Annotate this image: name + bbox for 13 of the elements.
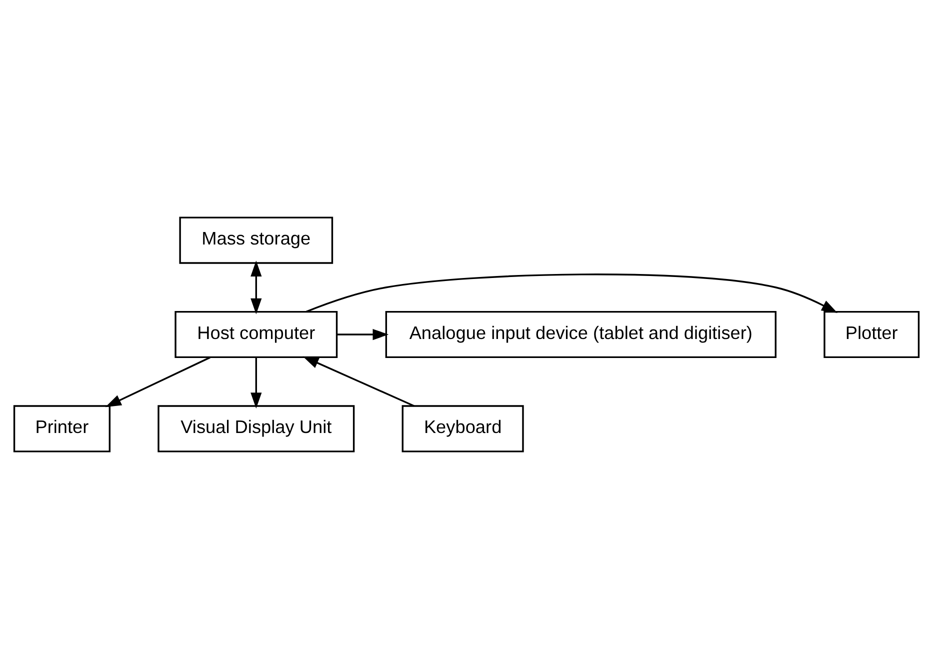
node-box: Analogue input device (tablet and digitiser) [384, 310, 776, 358]
arrow [302, 356, 414, 406]
arrow [250, 356, 262, 408]
node-box: Plotter [823, 310, 920, 358]
arrow [104, 356, 210, 407]
arrow [305, 273, 838, 312]
node-box: Visual Display Unit [157, 404, 354, 452]
node-box: Keyboard [401, 404, 524, 452]
arrow [250, 260, 262, 314]
arrow [336, 328, 388, 340]
node-box: Printer [12, 404, 110, 452]
node-box: Host computer [174, 310, 338, 358]
node-box: Mass storage [178, 216, 333, 264]
